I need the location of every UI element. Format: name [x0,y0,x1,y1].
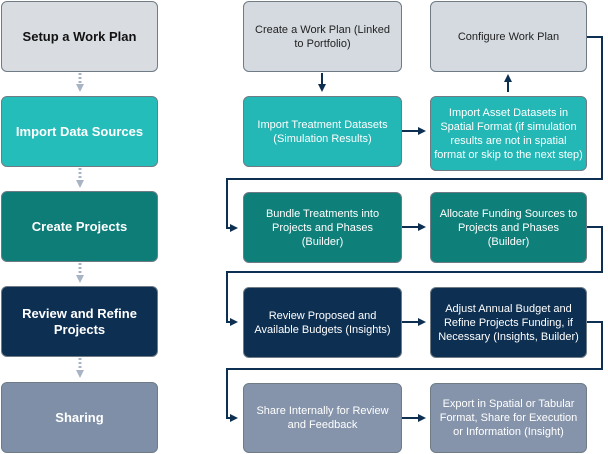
stage-import-data-sources: Import Data Sources [1,96,158,167]
step-export: Export in Spatial or Tabular Format, Sha… [430,383,587,453]
arrow-adjust-to-share [226,321,603,422]
step-share-internally: Share Internally for Review and Feedback [243,383,402,453]
step-import-treatment-datasets: Import Treatment Datasets (Simulation Re… [243,96,402,167]
stage-review-refine-projects: Review and Refine Projects [1,286,158,357]
step-adjust-annual-budget: Adjust Annual Budget and Refine Projects… [430,287,587,358]
stage-setup-work-plan: Setup a Work Plan [1,1,158,72]
step-import-asset-datasets: Import Asset Datasets in Spatial Format … [430,96,587,171]
stage-sharing: Sharing [1,382,158,453]
step-allocate-funding: Allocate Funding Sources to Projects and… [430,192,587,263]
arrow-allocate-to-review [226,226,603,326]
stage-create-projects: Create Projects [1,191,158,262]
step-bundle-treatments: Bundle Treatments into Projects and Phas… [243,192,402,263]
step-review-budgets: Review Proposed and Available Budgets (I… [243,287,402,358]
step-configure-work-plan: Configure Work Plan [430,1,587,72]
step-create-work-plan: Create a Work Plan (Linked to Portfolio) [243,1,402,72]
arrow-configure-to-bundle [226,36,603,232]
